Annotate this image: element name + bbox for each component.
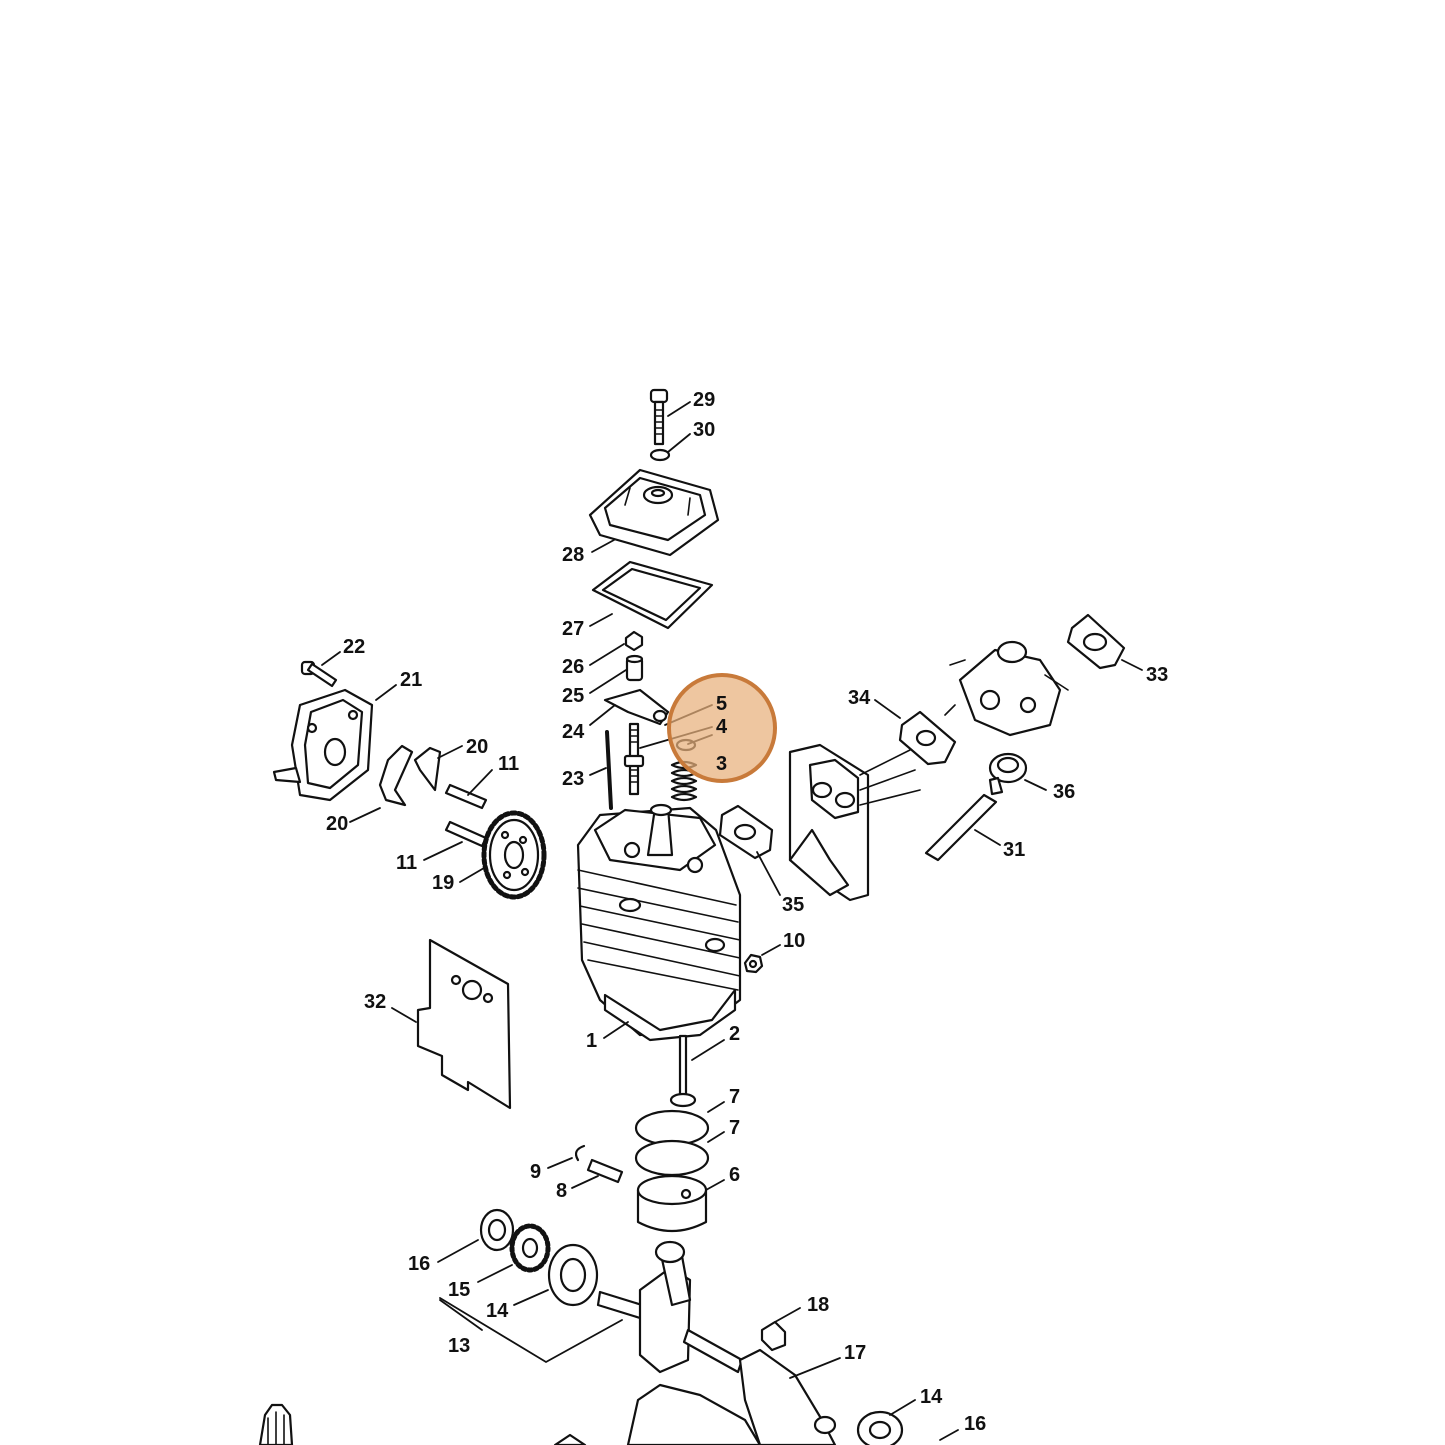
bearing-16[interactable] bbox=[479, 1208, 515, 1252]
nut-26[interactable] bbox=[624, 630, 644, 652]
valve-2[interactable] bbox=[669, 1034, 697, 1108]
callout-16-left[interactable]: 16 bbox=[408, 1253, 430, 1275]
nut-10[interactable] bbox=[743, 953, 764, 974]
crankcase-17[interactable] bbox=[553, 1348, 837, 1445]
callout-34[interactable]: 34 bbox=[848, 687, 871, 709]
stud[interactable] bbox=[623, 722, 645, 796]
callout-17[interactable]: 17 bbox=[844, 1342, 866, 1364]
washer-30[interactable] bbox=[649, 448, 671, 462]
cylinder-1[interactable] bbox=[576, 803, 742, 1042]
highlight-circle bbox=[667, 673, 777, 783]
callout-9[interactable]: 9 bbox=[530, 1161, 541, 1183]
callout-7-upper[interactable]: 7 bbox=[729, 1086, 740, 1108]
callout-27[interactable]: 27 bbox=[562, 618, 584, 640]
callout-10[interactable]: 10 bbox=[783, 930, 805, 952]
gasket-34[interactable] bbox=[898, 710, 957, 766]
callout-22[interactable]: 22 bbox=[343, 636, 365, 658]
callout-11-upper[interactable]: 11 bbox=[498, 753, 519, 775]
callout-11-lower[interactable]: 11 bbox=[396, 852, 417, 874]
pin-11-upper[interactable] bbox=[444, 783, 488, 810]
side-cover-21[interactable] bbox=[272, 688, 374, 802]
screw-29[interactable] bbox=[649, 388, 669, 446]
piston-pin-8[interactable] bbox=[586, 1158, 624, 1184]
key-18[interactable] bbox=[760, 1320, 787, 1352]
fitting-36[interactable] bbox=[988, 752, 1028, 796]
callout-20-lower[interactable]: 20 bbox=[326, 813, 348, 835]
callout-24[interactable]: 24 bbox=[562, 721, 585, 743]
piston-6[interactable] bbox=[636, 1174, 708, 1232]
gasket-27[interactable] bbox=[591, 560, 714, 630]
callout-labels: 29 30 28 27 26 25 24 5 4 3 23 22 21 20 2… bbox=[326, 389, 1168, 1435]
callout-19[interactable]: 19 bbox=[432, 872, 454, 894]
bearing-14-right[interactable] bbox=[856, 1410, 904, 1445]
callout-3[interactable]: 3 bbox=[716, 753, 727, 775]
sleeve-25[interactable] bbox=[625, 654, 644, 682]
gasket-35[interactable] bbox=[718, 804, 774, 860]
callout-30[interactable]: 30 bbox=[693, 419, 715, 441]
bearing-14-left[interactable] bbox=[547, 1243, 599, 1307]
plate-32[interactable] bbox=[416, 938, 512, 1110]
callout-18[interactable]: 18 bbox=[807, 1294, 829, 1316]
cam-gear-19[interactable] bbox=[481, 810, 547, 900]
callout-35[interactable]: 35 bbox=[782, 894, 804, 916]
push-rod-23[interactable] bbox=[605, 730, 613, 810]
callout-13[interactable]: 13 bbox=[448, 1335, 470, 1357]
crankshaft[interactable] bbox=[596, 1240, 744, 1374]
valve-cover-28[interactable] bbox=[588, 468, 720, 557]
callout-33[interactable]: 33 bbox=[1146, 664, 1168, 686]
shaft-bottom-left[interactable] bbox=[258, 1403, 294, 1445]
carburetor[interactable] bbox=[944, 640, 1069, 737]
piston-ring-7-lower[interactable] bbox=[634, 1139, 710, 1177]
callout-31[interactable]: 31 bbox=[1003, 839, 1025, 861]
circlip-9[interactable] bbox=[574, 1144, 586, 1162]
callout-32[interactable]: 32 bbox=[364, 991, 386, 1013]
callout-26[interactable]: 26 bbox=[562, 656, 584, 678]
callout-20-upper[interactable]: 20 bbox=[466, 736, 488, 758]
callout-14-right[interactable]: 14 bbox=[920, 1386, 943, 1408]
callout-8[interactable]: 8 bbox=[556, 1180, 567, 1202]
callout-2[interactable]: 2 bbox=[729, 1023, 740, 1045]
callout-36[interactable]: 36 bbox=[1053, 781, 1075, 803]
callout-15[interactable]: 15 bbox=[448, 1279, 470, 1301]
callout-28[interactable]: 28 bbox=[562, 544, 584, 566]
screw-22[interactable] bbox=[300, 660, 338, 688]
pin-11-lower[interactable] bbox=[444, 820, 488, 848]
callout-29[interactable]: 29 bbox=[693, 389, 715, 411]
callout-5[interactable]: 5 bbox=[716, 693, 727, 715]
gear-15[interactable] bbox=[509, 1223, 551, 1273]
callout-23[interactable]: 23 bbox=[562, 768, 584, 790]
rocker-lever-20[interactable] bbox=[378, 744, 442, 807]
intake-flange[interactable] bbox=[788, 743, 921, 902]
callout-16-right[interactable]: 16 bbox=[964, 1413, 986, 1435]
callout-4[interactable]: 4 bbox=[716, 716, 728, 738]
callout-25[interactable]: 25 bbox=[562, 685, 584, 707]
callout-14-left[interactable]: 14 bbox=[486, 1300, 509, 1322]
gasket-33[interactable] bbox=[1066, 613, 1126, 670]
callout-7-lower[interactable]: 7 bbox=[729, 1117, 740, 1139]
callout-21[interactable]: 21 bbox=[400, 669, 422, 691]
callout-6[interactable]: 6 bbox=[729, 1164, 740, 1186]
callout-1[interactable]: 1 bbox=[586, 1030, 597, 1052]
rocker-arm-24[interactable] bbox=[603, 688, 670, 726]
tube-31[interactable] bbox=[924, 793, 998, 862]
